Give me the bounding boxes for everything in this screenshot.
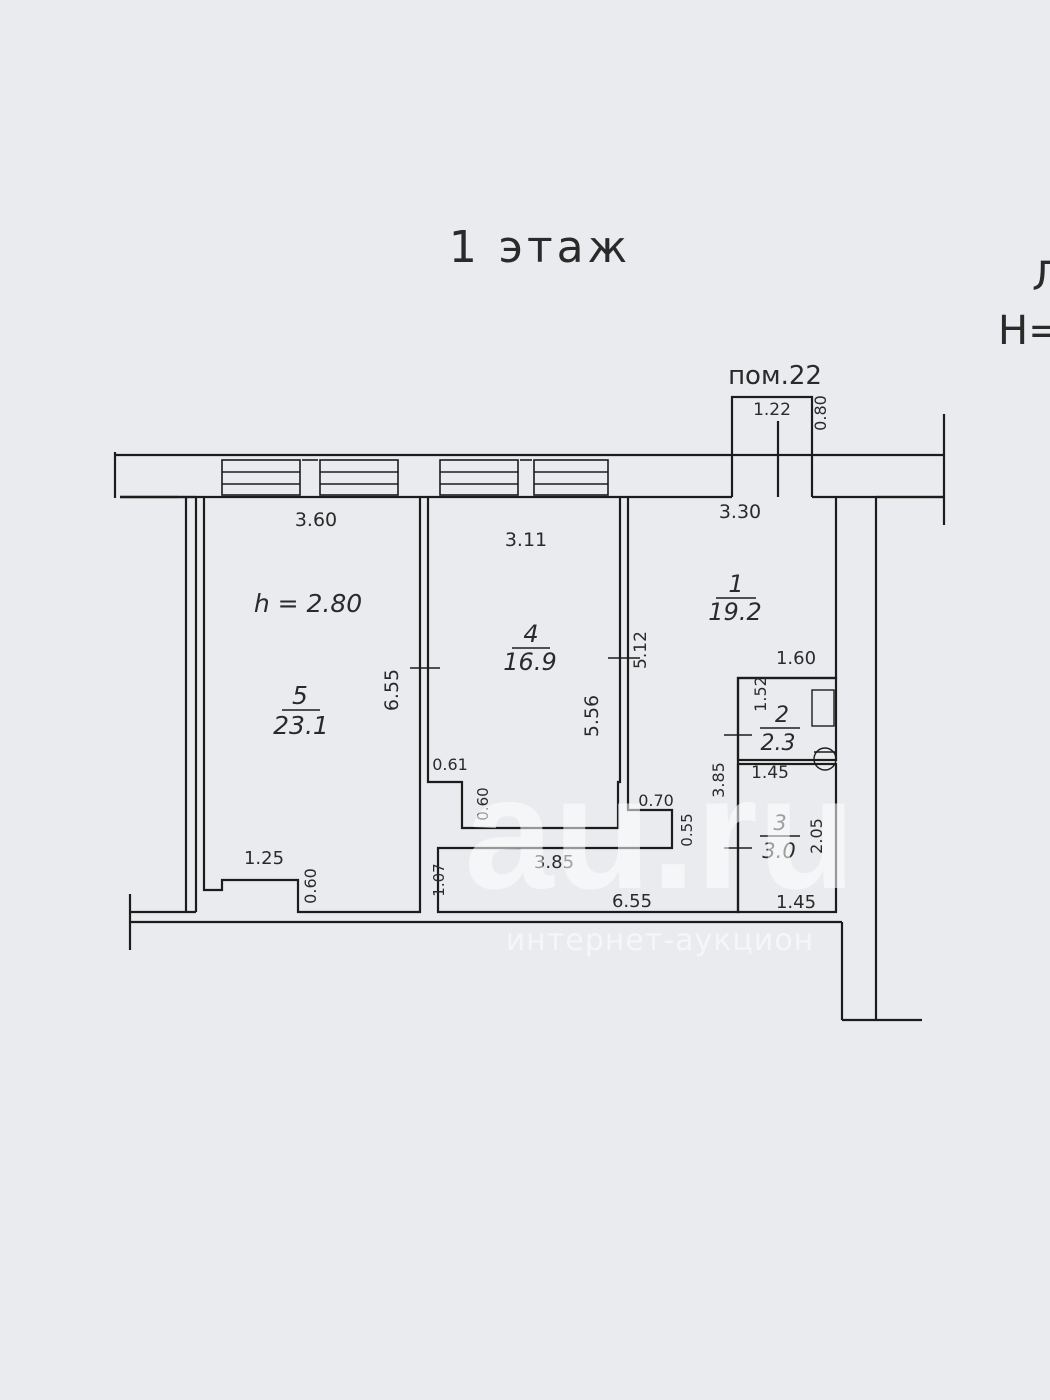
room-4-length: 5.56 <box>581 695 603 737</box>
room-4-door-side: 5.12 <box>631 631 651 669</box>
room-4-number: 4 <box>523 620 538 648</box>
walls <box>113 395 946 1022</box>
room-1-number: 1 <box>728 570 743 598</box>
room-5-area: 23.1 <box>273 711 329 740</box>
room-3-number: 3 <box>773 811 786 835</box>
room-5-width: 3.60 <box>295 509 337 531</box>
adjacent-room-width: 1.22 <box>753 400 791 420</box>
room-3-bottom-width: 1.45 <box>776 892 816 913</box>
edge-label-top: Л <box>1032 254 1050 300</box>
room-4-area: 16.9 <box>503 648 556 676</box>
adjacent-room-label: пом.22 <box>728 361 822 391</box>
room-1-width: 3.30 <box>719 501 761 523</box>
room-1-inner-width: 1.60 <box>776 648 816 669</box>
room-3-area: 3.0 <box>762 839 795 863</box>
room-5-length: 6.55 <box>381 669 403 711</box>
watermark-logo: au.ru <box>464 743 855 922</box>
watermark-subtitle: интернет-аукцион <box>506 923 815 958</box>
room-1-side: 3.85 <box>709 762 728 798</box>
room-2-length: 1.52 <box>751 676 770 712</box>
room-2-area: 2.3 <box>761 731 796 756</box>
corridor-step4: 0.55 <box>678 813 696 846</box>
corridor-top-length: 3.85 <box>534 852 574 873</box>
corridor-step2: 0.60 <box>474 787 492 820</box>
adjacent-room-depth: 0.80 <box>811 395 830 431</box>
corridor-step3: 0.70 <box>638 791 674 810</box>
corridor-step1: 0.61 <box>432 755 468 774</box>
room-2-width: 1.45 <box>751 763 789 783</box>
plan-title: 1 этаж <box>449 222 631 273</box>
room-2-number: 2 <box>775 703 789 728</box>
room-5-niche-width: 1.25 <box>244 848 284 869</box>
edge-label-bottom: H= <box>998 308 1050 354</box>
corridor-height: 1.07 <box>430 863 448 896</box>
room-5-number: 5 <box>292 681 308 710</box>
room-4-width: 3.11 <box>505 529 547 551</box>
room-5-niche-depth: 0.60 <box>301 868 320 904</box>
ceiling-height: h = 2.80 <box>254 589 362 618</box>
corridor-bottom-length: 6.55 <box>612 891 652 912</box>
room-3-length: 2.05 <box>807 818 826 854</box>
room-1-area: 19.2 <box>708 598 761 626</box>
